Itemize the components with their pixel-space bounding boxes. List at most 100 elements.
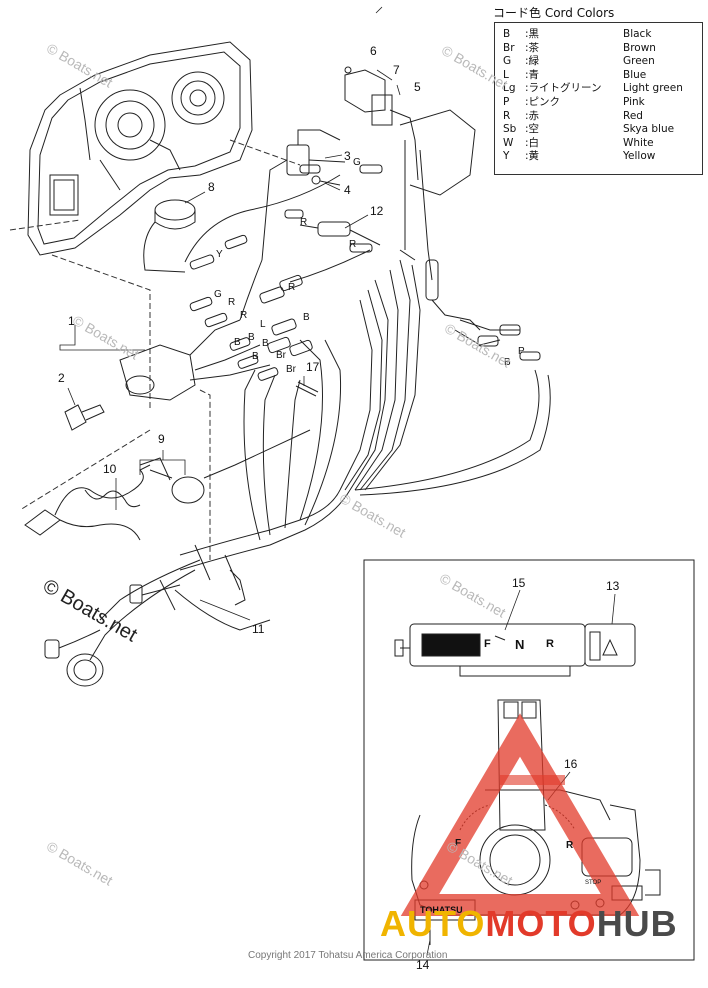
connector-3 [261,129,346,261]
stop-switch [139,429,311,504]
brand-hub: HUB [596,903,678,944]
callout-7: 7 [393,63,400,77]
callout-leaders [59,6,616,956]
warning-triangle-icon [602,638,618,656]
gauge-housing [27,41,253,256]
ignition-switch [119,319,271,401]
legend-jp: :茶 [525,41,540,54]
handle-lever [399,109,481,331]
lanyard [24,464,151,541]
legend-code: P [503,95,510,108]
tohatsu-plate: TOHATSU [420,905,463,915]
wire-label-r: R [228,297,236,308]
wire-label-b: B [248,332,255,343]
legend-code: Sb [503,123,517,136]
legend-jp: :赤 [525,109,540,122]
callout-14: 14 [416,958,430,972]
leader-lines [9,139,301,560]
legend-en: Blue [623,68,647,81]
callout-1: 1 [68,314,75,328]
lever-f-label: F [455,838,462,849]
callout-4: 4 [344,183,351,197]
legend-row: Y :黄 Yellow [503,150,696,164]
wire-label-r: R [349,239,357,250]
wire-label-r: R [240,310,248,321]
wire-label-r: R [300,217,308,228]
connector-12 [299,221,381,246]
wire-label-p: P [518,346,525,357]
diagram-linework [9,41,551,687]
safety-button [584,623,636,667]
lever-r-label: R [566,840,574,851]
legend-en: Skya blue [623,123,675,136]
callout-2: 2 [58,371,65,385]
brand-auto: AUTO [380,903,486,944]
neutral-bar-dark [421,633,481,657]
key [64,404,105,431]
callout-10: 10 [103,462,117,476]
legend-row: B :黒 Black [503,28,696,42]
wire-label-r: R [288,282,296,293]
copyright-text: Copyright 2017 Tohatsu America Corporati… [248,950,448,961]
pink-black-wires [354,319,551,496]
legend-en: Pink [623,95,645,108]
wire-label-b: B [504,357,511,368]
callout-6: 6 [370,44,377,58]
legend-code: R [503,109,511,122]
wire-clip [295,381,319,397]
callout-3: 3 [344,149,351,163]
callout-16: 16 [564,757,578,771]
inset-frame [363,559,695,961]
legend-row: Br :茶 Brown [503,42,696,56]
bullet-connectors [184,164,383,381]
screw [311,175,341,186]
neutral-bar-r: R [546,638,554,650]
wire-label-g: G [353,157,361,168]
legend-code: L [503,68,509,81]
legend-code: B [503,28,511,40]
trim-switch [344,66,419,181]
legend-en: Yellow [623,150,656,163]
legend-code: W [503,136,514,149]
callout-12: 12 [370,204,384,218]
callout-17: 17 [306,360,320,374]
callout-9: 9 [158,432,165,446]
legend-jp: :黒 [525,28,540,40]
neutral-bar-f: F [484,638,491,650]
wire-label-b: B [262,338,269,349]
buzzer [143,199,196,273]
legend-en: Black [623,28,652,40]
wire-label-b: B [234,337,241,348]
automotohub-logo: AUTOMOTOHUB [380,903,678,945]
legend-en: Brown [623,41,656,54]
brand-triangle-icon [400,713,640,916]
callout-15: 15 [512,576,526,590]
wire-label-g: G [214,289,222,300]
legend-en: White [623,136,654,149]
callout-11: 11 [252,622,265,636]
legend-code: Lg [503,82,516,95]
harness-connectors [44,559,246,687]
legend-jp: :黄 [525,150,540,163]
stop-label: STOP [585,880,602,886]
legend-code: Br [503,41,515,54]
legend-jp: :青 [525,68,540,81]
legend-jp: :緑 [525,55,540,68]
wire-label-br: Br [276,350,286,361]
wire-label-b: B [303,312,310,323]
wire-label-l: L [260,319,266,330]
legend-en: Red [623,109,643,122]
legend-code: Y [503,150,510,163]
harness-bundle [159,259,421,631]
wire-label-b: B [252,351,259,362]
legend-title: コード色 Cord Colors [493,6,615,20]
legend-en: Green [623,55,655,68]
legend-row: L :青 Blue [503,69,696,83]
neutral-bar-n: N [515,637,525,652]
legend-en: Light green [623,82,683,95]
